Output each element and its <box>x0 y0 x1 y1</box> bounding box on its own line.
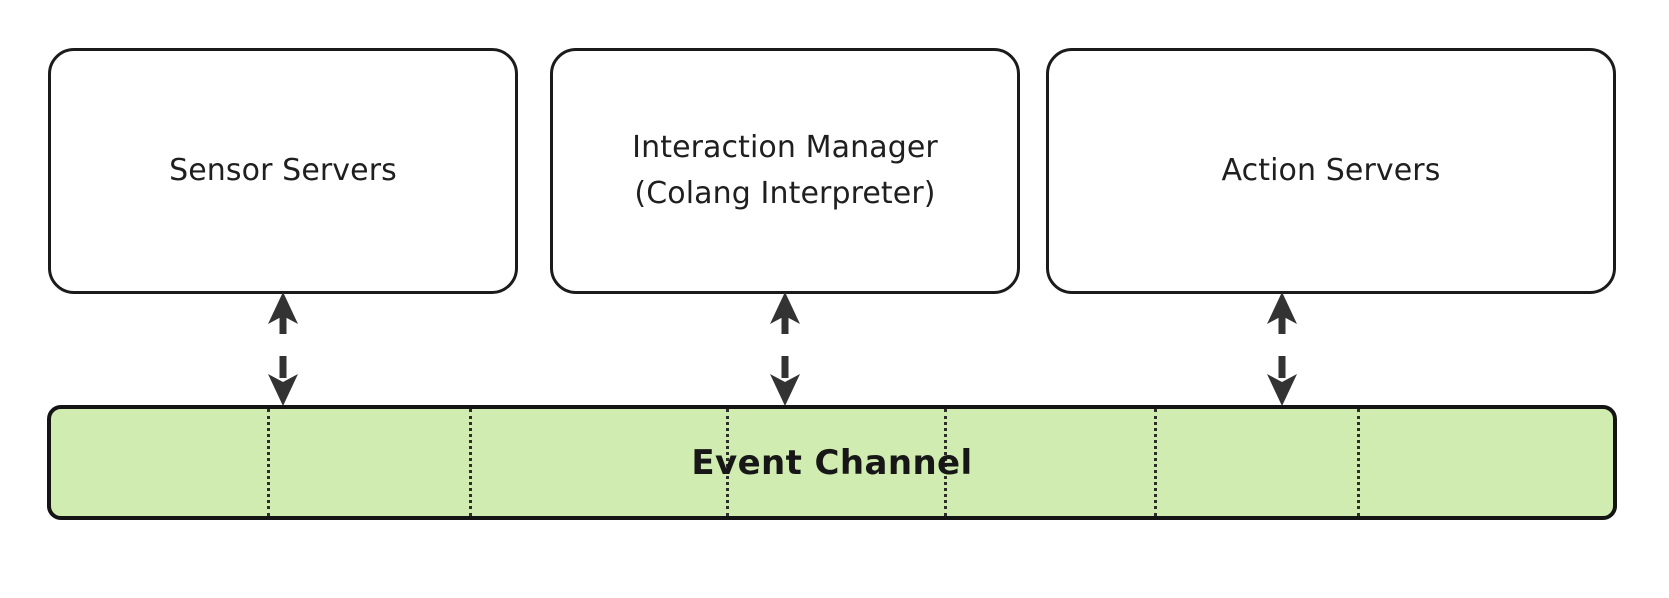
event-channel-label: Event Channel <box>691 442 973 483</box>
event-channel-divider-6 <box>1357 409 1360 516</box>
event-channel-divider-2 <box>469 409 472 516</box>
event-channel-divider-1 <box>267 409 270 516</box>
node-interaction-manager[interactable]: Interaction Manager (Colang Interpreter) <box>550 48 1020 294</box>
event-channel-bar[interactable]: Event Channel <box>47 405 1617 520</box>
connector-sensor-to-channel <box>268 292 298 406</box>
connector-action-to-channel <box>1267 292 1297 406</box>
node-sensor-servers[interactable]: Sensor Servers <box>48 48 518 294</box>
connector-manager-to-channel <box>770 292 800 406</box>
event-channel-divider-5 <box>1154 409 1157 516</box>
event-channel-divider-4 <box>944 409 947 516</box>
node-action-servers-label: Action Servers <box>1221 153 1441 189</box>
node-interaction-manager-label: Interaction Manager (Colang Interpreter) <box>632 130 938 211</box>
node-sensor-servers-label: Sensor Servers <box>169 153 397 189</box>
event-channel-divider-3 <box>726 409 729 516</box>
node-action-servers[interactable]: Action Servers <box>1046 48 1616 294</box>
